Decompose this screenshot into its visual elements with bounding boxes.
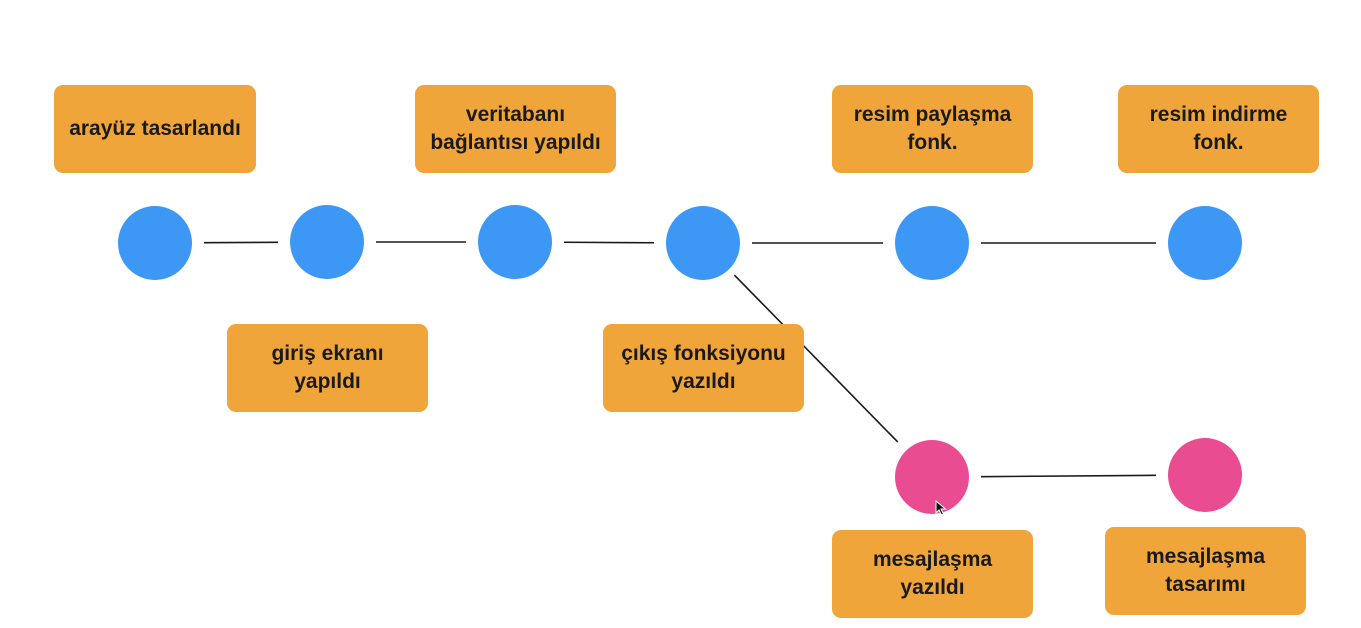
label-mesajlasma-yazildi: mesajlaşma yazıldı bbox=[832, 530, 1033, 618]
mouse-pointer-icon bbox=[935, 500, 947, 516]
branch-node-b1 bbox=[1168, 438, 1242, 512]
label-resim-indirme: resim indirme fonk. bbox=[1118, 85, 1319, 173]
edge-n3-b0 bbox=[733, 274, 899, 443]
label-cikis-fonksiyonu: çıkış fonksiyonu yazıldı bbox=[603, 324, 804, 412]
label-veritabani-baglantisi: veritabanı bağlantısı yapıldı bbox=[415, 85, 616, 173]
label-resim-paylasma: resim paylaşma fonk. bbox=[832, 85, 1033, 173]
label-arayuz-tasarlandi: arayüz tasarlandı bbox=[54, 85, 256, 173]
main-node-n5 bbox=[1168, 206, 1242, 280]
main-node-n1 bbox=[290, 205, 364, 279]
main-node-n0 bbox=[118, 206, 192, 280]
edge-b0-b1 bbox=[980, 474, 1157, 478]
main-node-n4 bbox=[895, 206, 969, 280]
main-node-n2 bbox=[478, 205, 552, 279]
main-node-n3 bbox=[666, 206, 740, 280]
edges bbox=[203, 241, 1157, 478]
label-mesajlasma-tasarimi: mesajlaşma tasarımı bbox=[1105, 527, 1306, 615]
branch-node-b0 bbox=[895, 440, 969, 514]
label-giris-ekrani: giriş ekranı yapıldı bbox=[227, 324, 428, 412]
nodes bbox=[118, 205, 1242, 514]
